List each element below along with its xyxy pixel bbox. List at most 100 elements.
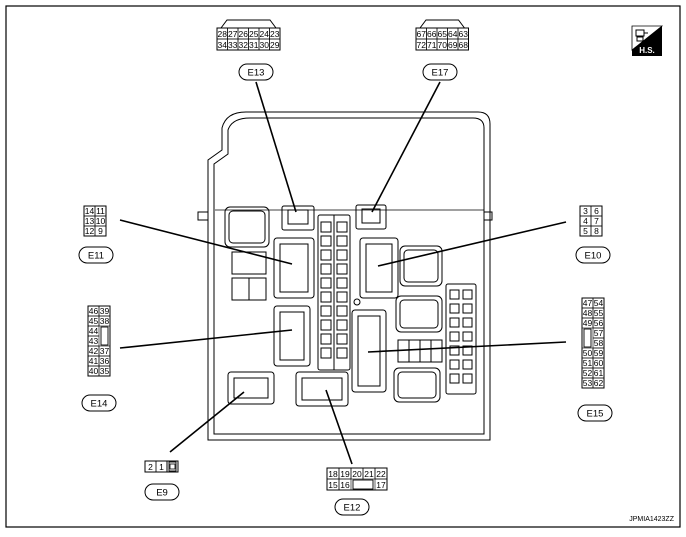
pin-number: 70 [438, 40, 448, 50]
diagram-frame [5, 5, 681, 528]
tag-e11: E11 [78, 246, 114, 264]
pin-number: 9 [98, 226, 103, 236]
leader-line-e12 [325, 389, 353, 465]
pin-cell [98, 315, 111, 327]
leader-line-e13 [255, 81, 297, 213]
pin-number: 28 [218, 29, 228, 39]
leader-line-e11 [119, 219, 293, 265]
pin-number: 3 [583, 206, 588, 216]
pin-cell [94, 225, 107, 237]
pin-number: 15 [328, 480, 338, 490]
tag-e17: E17 [422, 63, 458, 81]
pin-cell [457, 38, 469, 51]
connector-e13-hood [220, 19, 277, 29]
pin-cell [338, 478, 352, 491]
hs-badge-text: H.S. [639, 46, 655, 55]
pin-number: 43 [89, 336, 99, 346]
pin-number: 31 [249, 40, 259, 50]
tag-e10-label: E10 [585, 251, 602, 262]
pin-number: 12 [85, 226, 95, 236]
tag-e9-label: E9 [156, 488, 168, 499]
pin-number: 27 [228, 29, 238, 39]
pin-number: 48 [583, 308, 593, 318]
pin-number: 69 [448, 40, 458, 50]
pin-cell [590, 225, 603, 237]
pin-number: 45 [89, 316, 99, 326]
pin-number: 53 [583, 378, 593, 388]
tag-e15: E15 [577, 404, 613, 422]
pin-number: 62 [594, 378, 604, 388]
pin-number: 64 [448, 29, 458, 39]
tag-e14: E14 [81, 394, 117, 412]
pin-number: 35 [100, 366, 110, 376]
tag-e9: E9 [144, 483, 180, 501]
pin-number: 37 [100, 346, 110, 356]
pin-number: 68 [459, 40, 469, 50]
pin-number: 6 [594, 206, 599, 216]
pin-number: 8 [594, 226, 599, 236]
pin-number: 17 [376, 480, 386, 490]
tag-e15-label: E15 [587, 409, 604, 420]
pin-number: 16 [340, 480, 350, 490]
tag-e11-label: E11 [88, 251, 104, 262]
pin-number: 23 [270, 29, 280, 39]
leader-line-e17 [371, 81, 441, 213]
pin-number: 19 [340, 469, 350, 479]
connector-e15-key [583, 328, 592, 348]
hs-badge: H.S. [631, 25, 664, 56]
pin-number: 49 [583, 318, 593, 328]
pin-number: 1 [159, 462, 164, 472]
tag-e13: E13 [238, 63, 274, 81]
connector-e14-key [100, 326, 109, 346]
leader-line-e9 [169, 391, 245, 453]
pin-number: 24 [260, 29, 270, 39]
pin-number: 25 [249, 29, 259, 39]
pin-number: 60 [594, 358, 604, 368]
pin-number: 38 [100, 316, 110, 326]
pin-number: 66 [427, 29, 437, 39]
pin-number: 33 [228, 40, 238, 50]
pin-number: 13 [85, 216, 95, 226]
pin-number: 46 [89, 306, 99, 316]
pin-number: 21 [364, 469, 374, 479]
pin-number: 67 [417, 29, 427, 39]
pin-number: 20 [352, 469, 362, 479]
pin-number: 54 [594, 298, 604, 308]
pin-number: 52 [583, 368, 593, 378]
pin-number: 5 [583, 226, 588, 236]
pin-cell [592, 377, 605, 389]
connector-e12-key [352, 479, 374, 490]
pin-number: 55 [594, 308, 604, 318]
leader-line-e15 [367, 341, 567, 353]
pin-number: 51 [583, 358, 593, 368]
tag-e14-label: E14 [91, 399, 108, 410]
pin-number: 57 [594, 328, 604, 338]
tag-e12: E12 [334, 498, 370, 516]
pin-number: 34 [218, 40, 228, 50]
pin-number: 40 [89, 366, 99, 376]
tag-e17-label: E17 [432, 68, 449, 79]
pin-number: 61 [594, 368, 604, 378]
pin-number: 47 [583, 298, 593, 308]
pin-number: 50 [583, 348, 593, 358]
tag-e13-label: E13 [248, 68, 265, 79]
leader-line-e14 [119, 329, 293, 349]
pin-number: 56 [594, 318, 604, 328]
fuse-block-components [224, 204, 477, 407]
pin-number: 10 [96, 216, 106, 226]
pin-cell [374, 478, 388, 491]
pin-number: 72 [417, 40, 427, 50]
pin-cell [269, 38, 281, 51]
pin-number: 39 [100, 306, 110, 316]
pin-number: 32 [239, 40, 249, 50]
pin-number: 29 [270, 40, 280, 50]
leader-lines [119, 81, 567, 465]
